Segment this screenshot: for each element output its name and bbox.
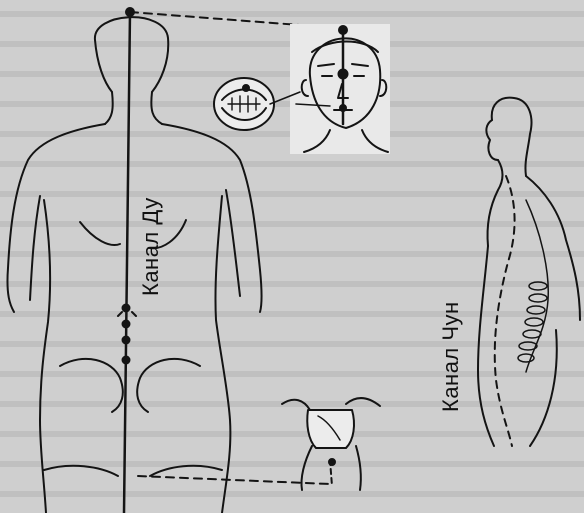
left-buttock <box>60 359 123 412</box>
side-hip <box>530 330 557 446</box>
mouth-inset <box>214 78 274 130</box>
right-inner-arm <box>226 190 240 296</box>
back-neck <box>105 92 162 124</box>
mouth-point <box>243 85 249 91</box>
left-shoulder-arm <box>7 124 105 312</box>
du-channel-line <box>124 12 130 513</box>
side-vertebrae <box>518 282 547 362</box>
perineum-thighs <box>282 398 380 410</box>
side-chest-front <box>487 160 502 246</box>
left-torso <box>40 200 50 513</box>
thigh-creases <box>44 466 222 476</box>
du-channel-label: Канал Ду <box>138 197 164 296</box>
side-back <box>526 176 580 320</box>
du-point-3 <box>123 337 130 344</box>
chun-channel-label: Канал Чун <box>438 301 464 412</box>
face-point-brow <box>339 70 348 79</box>
back-figure <box>7 8 261 513</box>
side-head <box>492 98 532 176</box>
side-face <box>486 120 498 160</box>
face-point-top <box>339 26 347 34</box>
face-panel <box>290 24 390 154</box>
perineum-box <box>307 410 354 448</box>
side-figure <box>478 98 580 446</box>
left-inner-arm <box>30 196 40 300</box>
du-point-1 <box>123 305 130 312</box>
left-scapula <box>80 222 120 245</box>
right-torso <box>215 196 230 513</box>
du-point-4 <box>123 357 130 364</box>
right-shoulder-arm <box>162 124 262 312</box>
perineum-point <box>329 459 335 465</box>
right-buttock <box>137 359 200 412</box>
du-point-2 <box>123 321 130 328</box>
chun-channel-line <box>495 176 515 446</box>
side-abdomen <box>478 246 494 446</box>
face-point-lip <box>340 105 346 111</box>
perineum-inset <box>282 398 380 490</box>
back-head <box>95 17 168 92</box>
